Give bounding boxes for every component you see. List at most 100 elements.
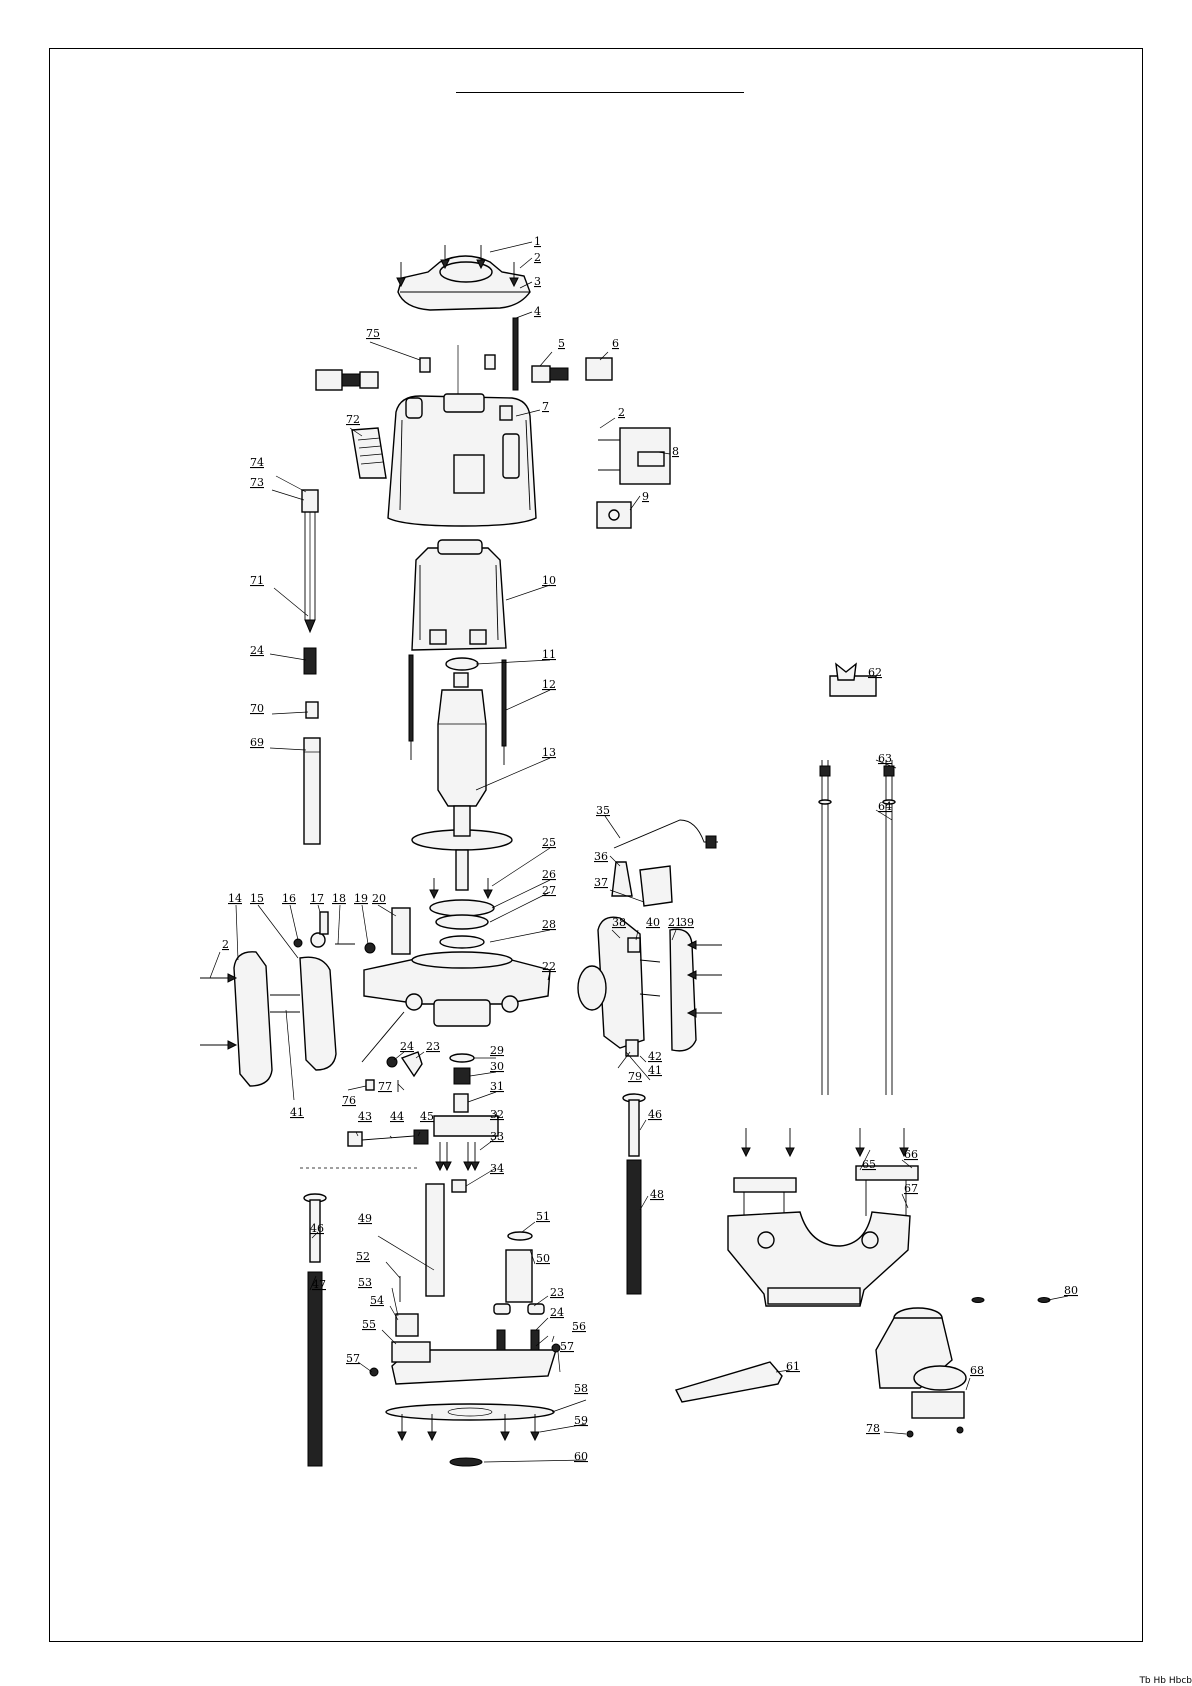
part-label: 5 [558,337,565,350]
part-label: 6 [612,337,619,350]
part-label: 59 [574,1414,588,1427]
part-label: 39 [680,916,694,929]
part-label: 27 [542,884,556,897]
adjust-screw-43-45 [348,1130,428,1146]
part-label: 13 [542,746,556,759]
part-label: 78 [866,1422,880,1435]
part-label: 12 [542,678,556,691]
lock-lever-16-19 [294,912,375,953]
brush-75a [420,358,430,372]
part-label: 58 [574,1382,588,1395]
long-screw-4 [513,318,518,390]
part-label: 25 [542,836,556,849]
right-handle-38-39 [578,917,722,1056]
switch-plate-9 [597,502,631,528]
armature-13 [412,673,512,890]
part-label: 33 [490,1130,504,1143]
part-label: 10 [542,574,556,587]
part-label: 24 [400,1040,414,1053]
part-label: 54 [370,1294,384,1307]
part-number-labels: 1 2 3 4 75 5 6 72 7 2 8 74 73 9 10 71 24… [222,235,1078,1463]
washer-80a [972,1298,984,1303]
part-label: 46 [310,1222,324,1235]
part-label: 30 [490,1060,504,1073]
part-label: 8 [672,445,679,458]
part-label: 77 [378,1080,392,1093]
gear-housing-22 [364,952,550,1026]
part-label: 57 [560,1340,574,1353]
part-label: 46 [648,1108,662,1121]
part-label: 2 [222,938,229,951]
column-49 [426,1184,444,1296]
part-label: 23 [550,1286,564,1299]
part-label: 37 [594,876,608,889]
part-label: 74 [250,456,264,469]
part-label: 1 [534,235,541,248]
part-label: 50 [536,1252,550,1265]
part-label: 24 [550,1306,564,1319]
column-50-51 [506,1232,532,1302]
part-label: 45 [420,1110,434,1123]
part-label: 70 [250,702,264,715]
wrench-61 [676,1362,782,1402]
brush-holder-left [316,370,378,390]
part-label: 53 [358,1276,372,1289]
depth-rod-assembly [302,490,320,844]
part-label: 32 [490,1108,504,1121]
field-stator-10 [412,540,506,650]
part-label: 72 [346,413,360,426]
part-label: 7 [542,400,549,413]
part-label: 4 [534,305,541,318]
part-label: 76 [342,1094,356,1107]
part-label: 80 [1064,1284,1078,1297]
brush-75b [485,355,495,369]
part-label: 20 [372,892,386,905]
dust-adapter-68 [876,1308,966,1437]
part-label: 52 [356,1250,370,1263]
part-label: 79 [628,1070,642,1083]
part-label: 3 [534,275,541,288]
part-label: 22 [542,960,556,973]
base-screws-33 [436,1142,479,1170]
part-76 [366,1080,374,1090]
power-cord-35-37 [612,820,718,906]
part-label: 71 [250,574,264,587]
part-label: 9 [642,490,649,503]
part-label: 28 [542,918,556,931]
part-label: 55 [362,1318,376,1331]
part-label: 69 [250,736,264,749]
depth-adjuster-29-34 [434,1054,498,1192]
column-46-spring-48-right [623,1094,645,1294]
part-label: 62 [868,666,882,679]
part-label: 40 [646,916,660,929]
part-label: 51 [536,1210,550,1223]
part-label: 35 [596,804,610,817]
part-label: 42 [648,1050,662,1063]
part-label: 24 [250,644,264,657]
part-label: 57 [346,1352,360,1365]
part-label: 75 [366,327,380,340]
part-label: 41 [290,1106,304,1119]
part-label: 67 [904,1182,918,1195]
part-label: 66 [904,1148,918,1161]
part-label: 47 [312,1278,326,1291]
part-label: 49 [358,1212,372,1225]
base-plate-assembly [370,1276,560,1466]
part-label: 14 [228,892,242,905]
motor-housing [388,394,536,526]
scale-plate-72 [352,428,386,478]
part-label: 68 [970,1364,984,1377]
part-label: 34 [490,1162,504,1175]
part-label: 48 [650,1188,664,1201]
part-label: 60 [574,1450,588,1463]
part-label: 16 [282,892,296,905]
part-label: 29 [490,1044,504,1057]
fence-66-67 [728,1166,918,1306]
switch-assembly-8 [598,428,670,484]
bearing-11 [446,658,478,670]
part-label: 31 [490,1080,504,1093]
part-label: 41 [648,1064,662,1077]
part-label: 43 [358,1110,372,1123]
part-label: 2 [618,406,625,419]
